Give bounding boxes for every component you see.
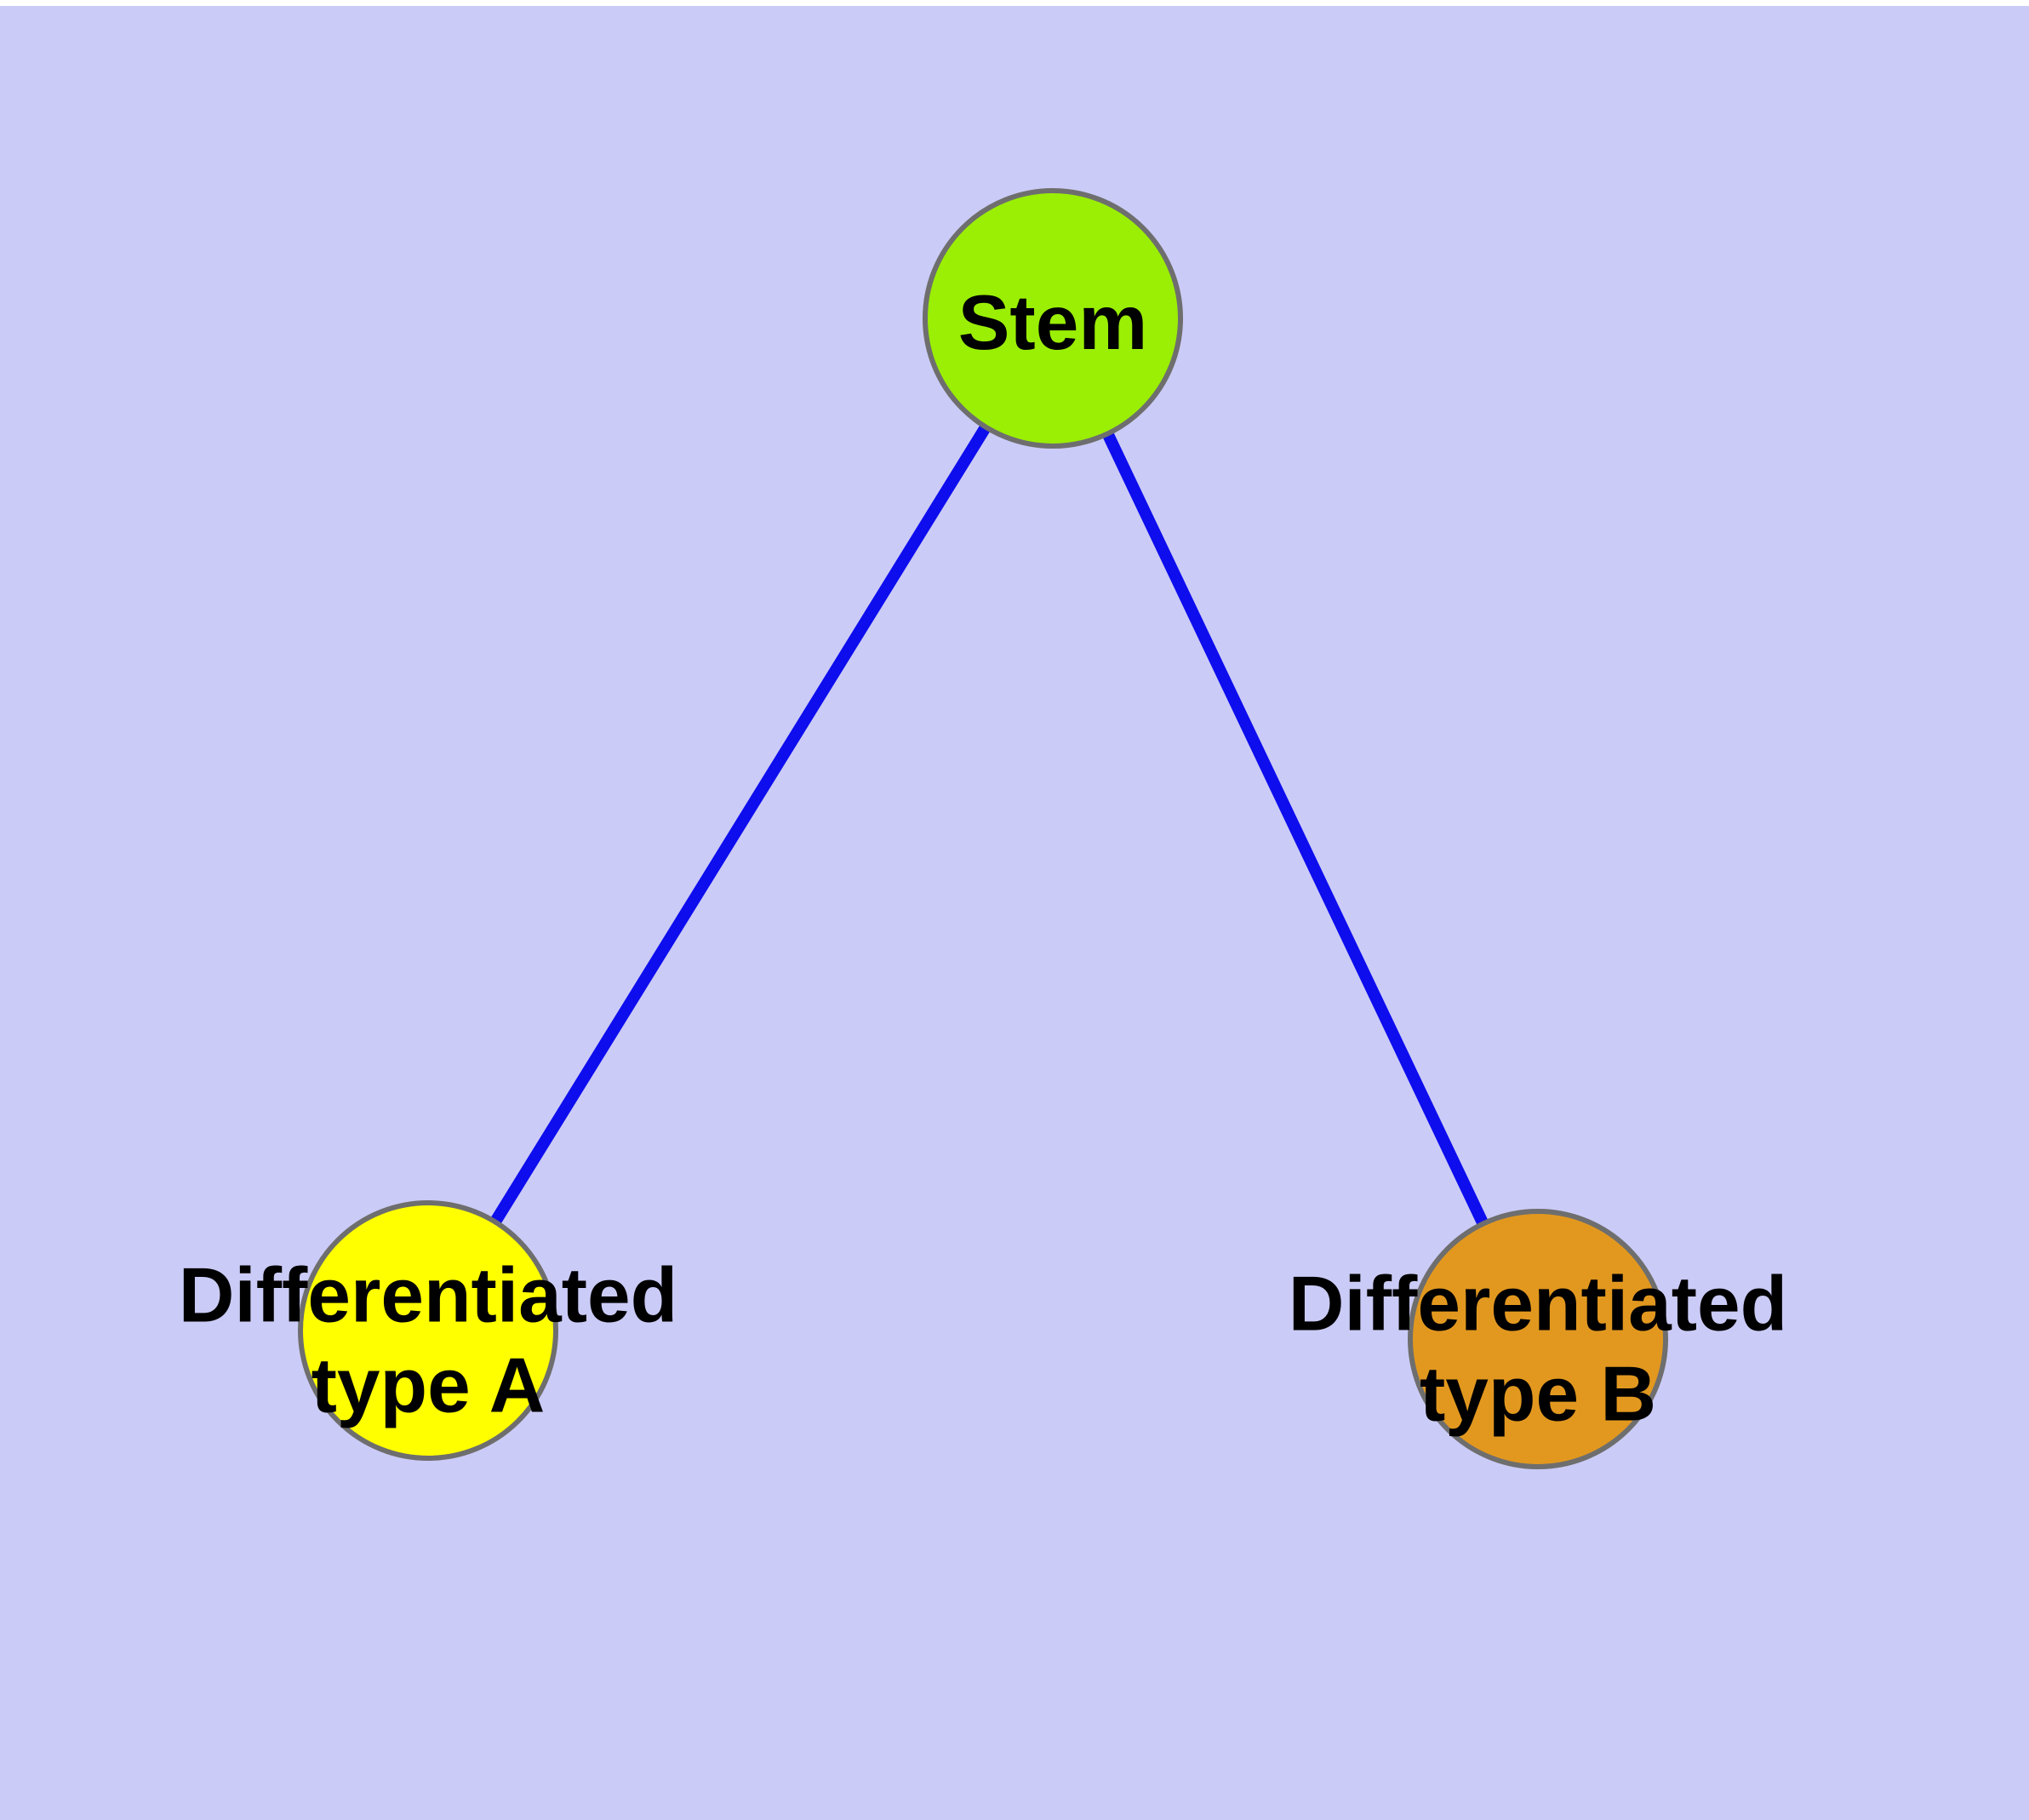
node-label-type-b-line1: Differentiated bbox=[1288, 1261, 1788, 1348]
node-label-type-a-line1: Differentiated bbox=[178, 1252, 678, 1339]
edge-stem-to-type-a bbox=[423, 315, 1058, 1334]
node-differentiated-type-a bbox=[298, 1200, 558, 1461]
top-margin-strip bbox=[0, 0, 2029, 6]
node-label-differentiated-type-a: Differentiated type A bbox=[179, 1251, 678, 1433]
node-label-type-a-line2: type A bbox=[311, 1343, 546, 1429]
node-label-stem-line1: Stem bbox=[957, 279, 1148, 366]
node-label-differentiated-type-b: Differentiated type B bbox=[1289, 1260, 1788, 1441]
node-label-type-b-line2: type B bbox=[1419, 1352, 1657, 1438]
node-differentiated-type-b bbox=[1408, 1209, 1668, 1469]
node-stem bbox=[923, 188, 1183, 449]
edge-stem-to-type-b bbox=[1047, 315, 1544, 1342]
node-label-stem: Stem bbox=[958, 278, 1148, 369]
